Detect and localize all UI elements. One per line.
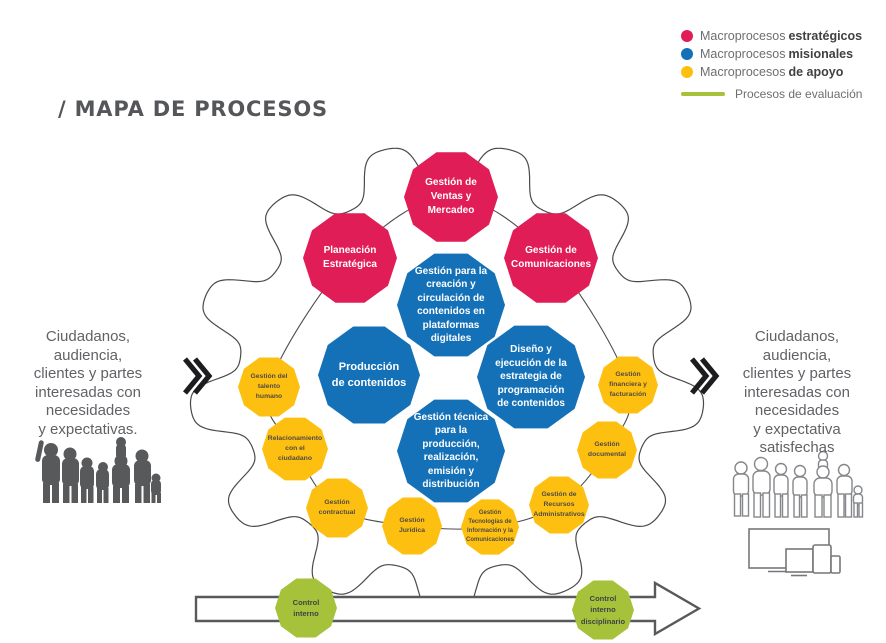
node-label: Gestión técnica para la producción, real… <box>413 411 489 491</box>
node-gestion-tecnologias: Gestión Tecnologías de Información y la … <box>461 499 519 555</box>
legend-label-bold: de apoyo <box>788 65 844 79</box>
node-produccion-contenidos: Producción de contenidos <box>318 326 420 424</box>
node-gestion-ventas-mercadeo: Gestión de Ventas y Mercadeo <box>404 152 498 242</box>
chevron-right-icon-left <box>182 357 213 395</box>
node-label: Gestión financiera y facturación <box>609 370 647 399</box>
node-label: Gestión de Comunicaciones <box>510 245 592 270</box>
chevron-right-icon-right <box>689 357 720 395</box>
node-gestion-tecnica: Gestión técnica para la producción, real… <box>397 399 505 503</box>
legend-dot-apoyo-icon <box>681 66 693 78</box>
stakeholders-text-left: Ciudadanos, audiencia, clientes y partes… <box>33 328 143 438</box>
node-gestion-recursos-administrativos: Gestión de Recursos Administrativos <box>529 476 589 534</box>
node-label: Control interno disciplinario <box>580 594 626 626</box>
citizens-group-left-icon <box>35 437 161 503</box>
legend-label: Procesos de evaluación <box>735 87 863 101</box>
node-relacionamiento-ciudadano: Relacionamiento con el ciudadano <box>262 417 328 481</box>
node-label: Producción de contenidos <box>331 360 407 390</box>
node-gestion-contractual: Gestión contractual <box>306 478 368 538</box>
legend-item-evaluacion: Procesos de evaluación <box>681 87 881 101</box>
node-gestion-financiera: Gestión financiera y facturación <box>598 356 658 414</box>
node-label: Gestión Tecnologías de Información y la … <box>465 510 514 543</box>
node-label: Diseño y ejecución de la estrategia de p… <box>495 344 567 410</box>
node-label: Gestión del talento humano <box>250 372 288 401</box>
stakeholders-text-right: Ciudadanos, audiencia, clientes y partes… <box>742 328 852 456</box>
legend-dot-misionales-icon <box>681 48 693 60</box>
legend-label-bold: estratégicos <box>788 29 863 43</box>
node-label: Relacionamiento con el ciudadano <box>267 434 323 463</box>
legend-label: Macroprocesos <box>700 29 786 43</box>
node-creacion-circulacion-contenidos: Gestión para la creación y circulación d… <box>397 253 505 357</box>
node-gestion-talento-humano: Gestión del talento humano <box>238 357 300 417</box>
node-label: Planeación Estratégica <box>323 245 377 270</box>
node-diseno-ejecucion-estrategia: Diseño y ejecución de la estrategia de p… <box>477 325 585 429</box>
legend-label-bold: misionales <box>788 47 854 61</box>
page-title: / MAPA DE PROCESOS <box>58 97 328 121</box>
legend-label: Macroprocesos <box>700 65 786 79</box>
node-label: Gestión para la creación y circulación d… <box>414 265 488 345</box>
node-control-interno: Control interno <box>275 578 337 638</box>
node-gestion-comunicaciones: Gestión de Comunicaciones <box>504 213 598 303</box>
legend-dot-estrategicos-icon <box>681 30 693 42</box>
screens-icon <box>748 528 841 577</box>
evaluation-arrow <box>194 580 702 637</box>
node-label: Gestión contractual <box>318 498 356 516</box>
citizens-group-right-icon <box>732 450 864 518</box>
node-gestion-juridica: Gestión Jurídica <box>382 497 442 555</box>
node-label: Control interno <box>292 597 320 618</box>
node-label: Gestión de Ventas y Mercadeo <box>425 177 477 216</box>
node-gestion-documental: Gestión documental <box>577 421 637 479</box>
node-label: Gestión Jurídica <box>398 516 426 534</box>
node-label: Gestión documental <box>587 440 627 458</box>
node-label: Gestión de Recursos Administrativos <box>533 490 585 519</box>
legend-label: Macroprocesos <box>700 47 786 61</box>
node-control-interno-disciplinario: Control interno disciplinario <box>572 580 634 640</box>
node-planeacion-estrategica: Planeación Estratégica <box>303 213 397 303</box>
legend-line-evaluacion-icon <box>681 92 725 96</box>
